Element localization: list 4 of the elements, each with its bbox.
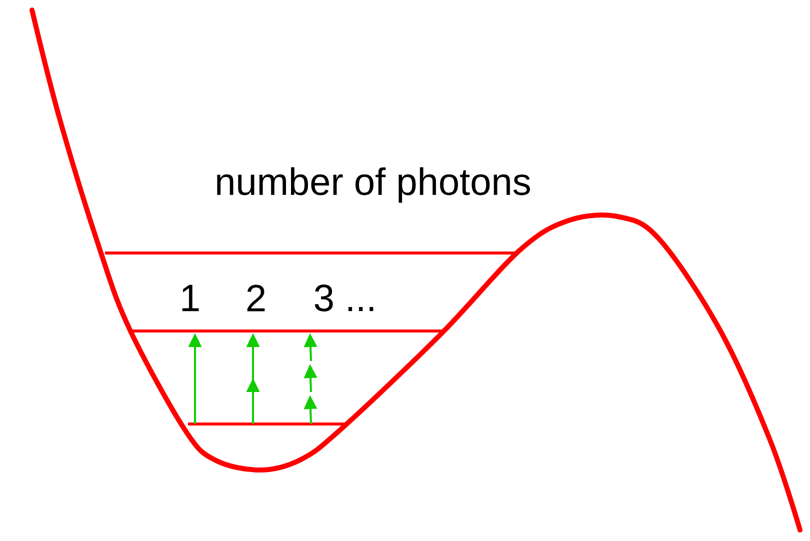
photon-count-label: 1	[182, 284, 199, 312]
photon-count-label: 3 ...	[314, 284, 374, 312]
axis-title: number of photons	[217, 167, 530, 203]
photon-count-label: 2	[247, 284, 265, 312]
